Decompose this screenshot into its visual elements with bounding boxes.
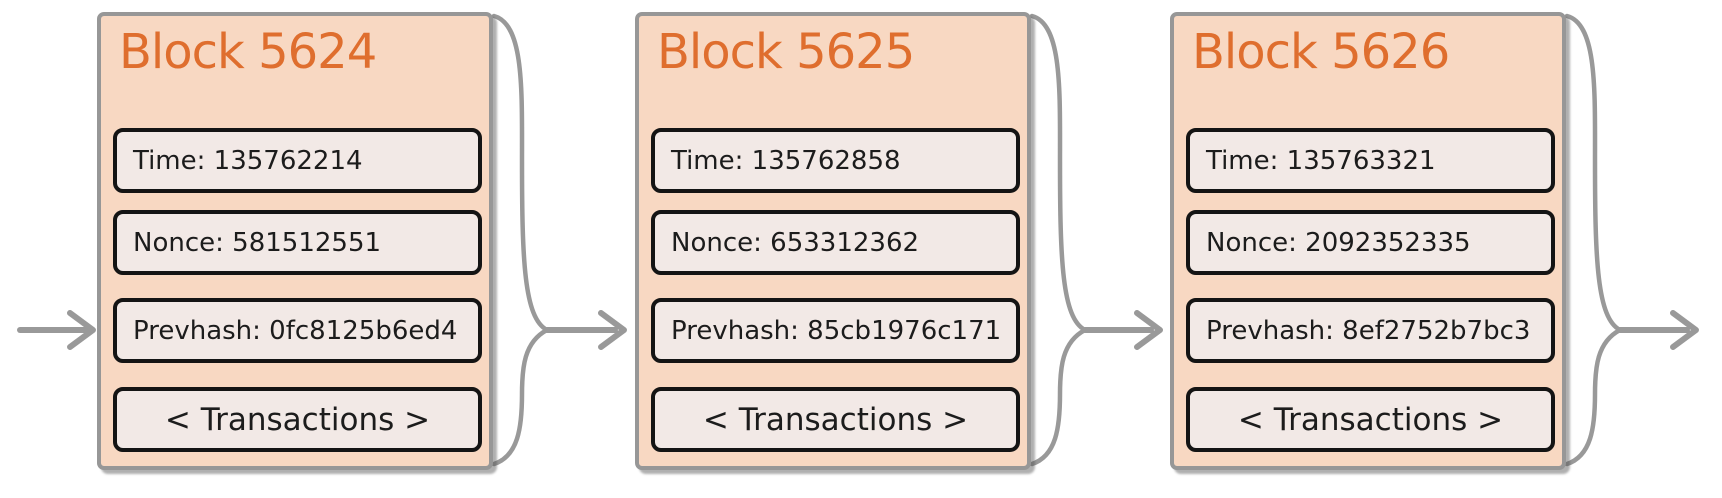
block-card-5626: Block 5626 Time: 135763321 Nonce: 209235…: [1170, 12, 1566, 470]
arrow-block2-to-block3-head-icon: [1134, 310, 1163, 350]
time-field: Time: 135762858: [651, 128, 1020, 193]
arrow-block1-to-block2-head-icon: [598, 310, 627, 350]
time-field: Time: 135762214: [113, 128, 482, 193]
transactions-button: < Transactions >: [1186, 387, 1555, 452]
transactions-button: < Transactions >: [113, 387, 482, 452]
transactions-button: < Transactions >: [651, 387, 1020, 452]
block-card-5625: Block 5625 Time: 135762858 Nonce: 653312…: [635, 12, 1031, 470]
block3-output-brace-icon: [1564, 13, 1623, 467]
block-title: Block 5624: [119, 24, 377, 80]
block-title: Block 5626: [1192, 24, 1450, 80]
block-card-5624: Block 5624 Time: 135762214 Nonce: 581512…: [97, 12, 493, 470]
nonce-field: Nonce: 581512551: [113, 210, 482, 275]
exit-arrow-head-icon: [1670, 310, 1699, 350]
entry-arrow-head-icon: [67, 310, 96, 350]
prevhash-field: Prevhash: 8ef2752b7bc3: [1186, 298, 1555, 363]
time-field: Time: 135763321: [1186, 128, 1555, 193]
nonce-field: Nonce: 2092352335: [1186, 210, 1555, 275]
prevhash-field: Prevhash: 0fc8125b6ed4: [113, 298, 482, 363]
block2-output-brace-icon: [1029, 13, 1088, 467]
nonce-field: Nonce: 653312362: [651, 210, 1020, 275]
block1-output-brace-icon: [491, 13, 550, 467]
block-title: Block 5625: [657, 24, 915, 80]
prevhash-field: Prevhash: 85cb1976c171: [651, 298, 1020, 363]
